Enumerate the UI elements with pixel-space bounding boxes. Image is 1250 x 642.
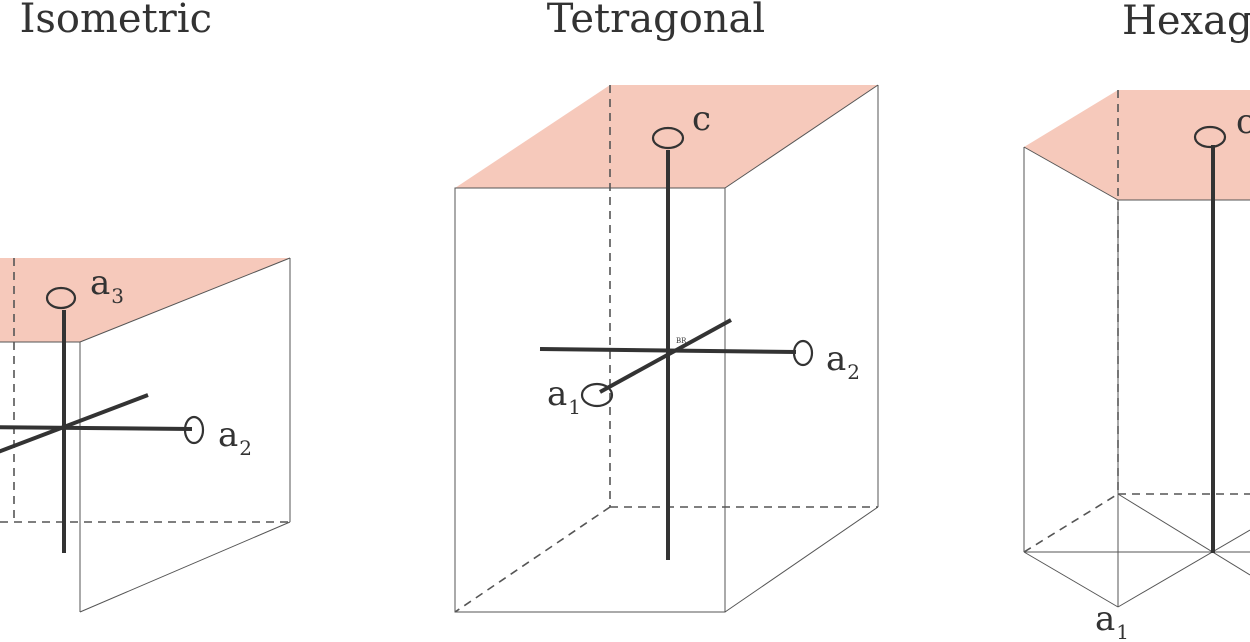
axis-label-a2: a2 xyxy=(218,415,252,460)
axis-end-marker xyxy=(183,415,205,445)
panel-title-hexagonal: Hexagonal xyxy=(1122,0,1250,44)
axis-end-marker xyxy=(792,339,814,367)
axes-isometric xyxy=(0,286,205,553)
panel-hexagonal: Hexagonal c a1 xyxy=(1023,0,1250,642)
top-face-tetragonal xyxy=(455,85,878,188)
axis-label-a3: a3 xyxy=(90,263,124,308)
panel-isometric: Isometric a3 a2 xyxy=(0,0,291,613)
axis-label-a2: a2 xyxy=(826,339,860,384)
top-face-hexagonal xyxy=(1024,90,1250,200)
panel-title-tetragonal: Tetragonal xyxy=(547,0,765,42)
prism-edges-tetragonal xyxy=(454,84,879,613)
axis-end-marker xyxy=(45,286,77,310)
top-face-isometric xyxy=(0,258,290,342)
prism-edges-hexagonal xyxy=(1023,90,1250,608)
axes-tetragonal xyxy=(539,126,814,560)
panel-tetragonal: Tetragonal BR c a2 a1 xyxy=(454,0,879,613)
axis-label-a1: a1 xyxy=(547,374,581,419)
axis-label-c: c xyxy=(692,99,711,139)
axis-label-a1: a1 xyxy=(1095,599,1129,642)
axis-end-marker xyxy=(580,382,614,408)
axis-end-marker xyxy=(651,126,685,150)
panel-title-isometric: Isometric xyxy=(20,0,212,42)
origin-watermark: BR xyxy=(676,337,687,345)
axis-end-marker xyxy=(1193,125,1227,149)
cube-edges-isometric xyxy=(0,257,291,613)
axes-hexagonal xyxy=(1193,125,1227,553)
axis-label-c: c xyxy=(1236,102,1250,142)
